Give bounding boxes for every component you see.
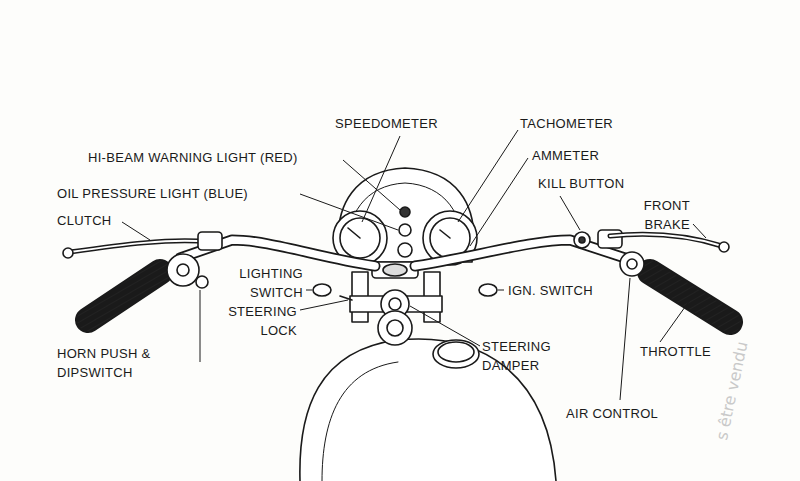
part-label: THROTTLE xyxy=(640,342,711,361)
part-label: HI-BEAM WARNING LIGHT (RED) xyxy=(88,148,298,167)
leader-lines xyxy=(122,130,706,400)
part-label: FRONT BRAKE xyxy=(618,196,690,234)
part-label: KILL BUTTON xyxy=(538,174,624,193)
part-label: IGN. SWITCH xyxy=(508,281,593,300)
part-label: CLUTCH xyxy=(57,211,112,230)
part-label: STEERING DAMPER xyxy=(482,337,577,375)
watermark: s être vendu xyxy=(712,340,751,442)
part-label: LIGHTING SWITCH xyxy=(218,264,303,302)
part-label: TACHOMETER xyxy=(520,114,613,133)
part-label: AIR CONTROL xyxy=(566,404,658,423)
part-label: HORN PUSH & DIPSWITCH xyxy=(57,344,162,382)
part-label: SPEEDOMETER xyxy=(335,114,438,133)
part-label: AMMETER xyxy=(532,146,599,165)
part-label: STEERING LOCK xyxy=(212,302,297,340)
part-label: OIL PRESSURE LIGHT (BLUE) xyxy=(57,184,248,203)
